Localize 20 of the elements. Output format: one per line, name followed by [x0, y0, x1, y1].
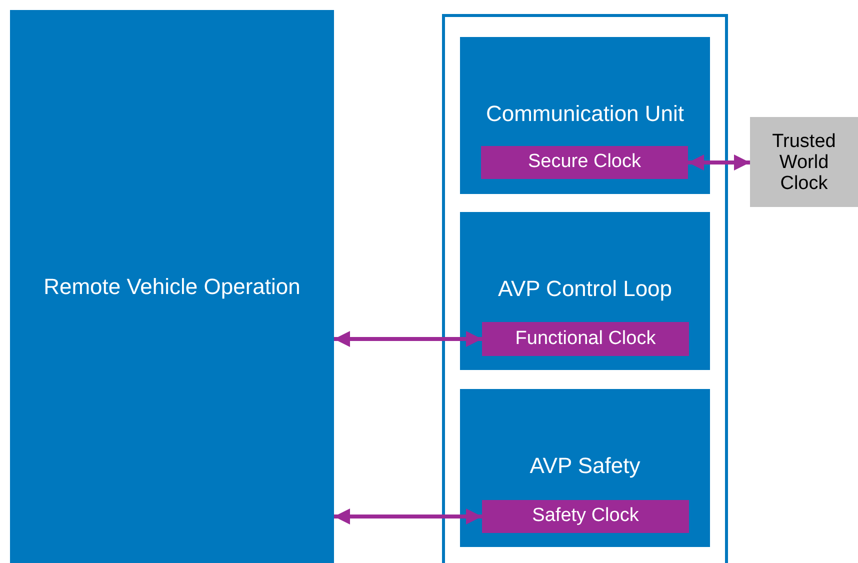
double-arrow	[334, 331, 482, 347]
container-frame	[442, 14, 728, 563]
module-title: AVP Safety	[528, 453, 642, 479]
external-block	[750, 117, 858, 207]
block-label: Functional Clock	[515, 326, 656, 351]
block-label: Trusted World Clock	[771, 130, 837, 194]
clock-block	[482, 500, 689, 533]
clock-block	[481, 146, 688, 179]
block-label: Remote Vehicle Operation	[44, 273, 300, 301]
block-label: Safety Clock	[532, 504, 639, 528]
block-label: Secure Clock	[528, 150, 641, 174]
module-block	[460, 212, 710, 370]
module-block	[460, 37, 710, 194]
clock-block	[482, 322, 689, 356]
system-block	[10, 10, 334, 563]
module-block	[460, 389, 710, 547]
module-title: Communication Unit	[484, 101, 686, 127]
module-title: AVP Control Loop	[496, 276, 674, 302]
double-arrow	[688, 154, 750, 170]
double-arrow	[334, 508, 482, 524]
